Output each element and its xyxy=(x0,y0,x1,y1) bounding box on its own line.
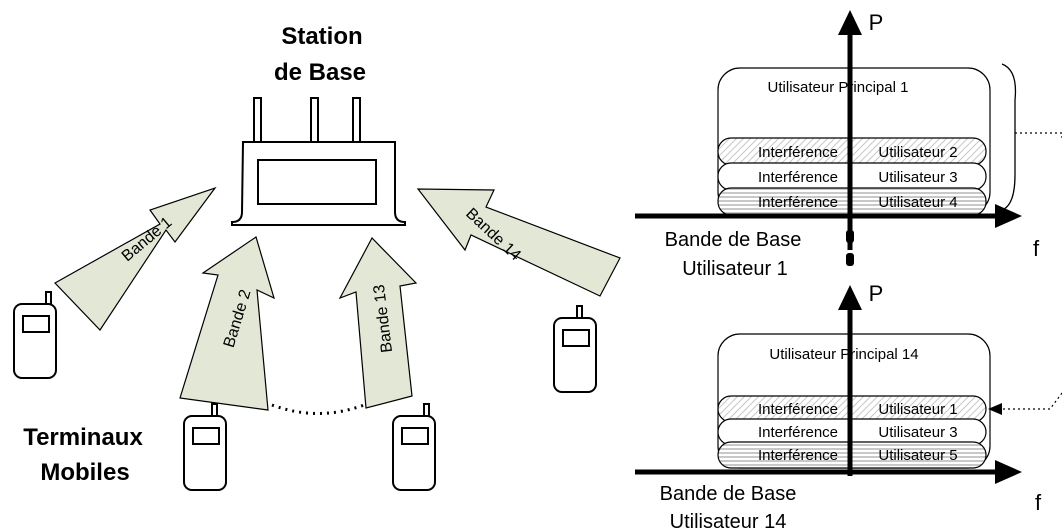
f-axis-label: f xyxy=(1035,490,1042,515)
base-band-line2: Utilisateur 14 xyxy=(670,511,787,531)
spectrum-continuation-dots xyxy=(846,230,854,266)
principal-user-label: Utilisateur Principal 1 xyxy=(768,79,909,96)
dashed-leader xyxy=(1000,392,1062,410)
interference-label: Interférence xyxy=(758,447,838,464)
mobile-phone-icon xyxy=(392,403,436,491)
interference-user: Utilisateur 3 xyxy=(878,424,957,441)
bands-continuation-dots xyxy=(271,403,365,415)
interference-label: Interférence xyxy=(758,424,838,441)
principal-user-label: Utilisateur Principal 14 xyxy=(769,346,918,363)
f-axis-arrowhead xyxy=(995,460,1022,484)
p-axis-arrowhead xyxy=(838,10,862,35)
interference-label: Interférence xyxy=(758,401,838,418)
base-station-label: Station de Base xyxy=(274,23,366,86)
band-2-arrow: Bande 2 xyxy=(179,236,275,411)
mobile-phone-icon xyxy=(553,305,597,393)
interference-label: Interférence xyxy=(758,144,838,161)
mobile-phone-icon xyxy=(13,291,57,379)
base-band-line1: Bande de Base xyxy=(660,483,797,505)
interference-user: Utilisateur 3 xyxy=(878,169,957,186)
terminals-line1: Terminaux xyxy=(23,424,143,451)
interference-label: Interférence xyxy=(758,194,838,211)
interference-user: Utilisateur 2 xyxy=(878,144,957,161)
interference-user: Utilisateur 1 xyxy=(878,401,957,418)
band-14-arrow: Bande 14 xyxy=(416,188,621,297)
base-station-icon xyxy=(231,97,406,226)
f-axis-arrowhead xyxy=(995,204,1022,228)
mobile-phone-icon xyxy=(183,403,227,491)
spectrum-top: Utilisateur Principal 1 Interférence Uti… xyxy=(635,10,1062,280)
interference-label: Interférence xyxy=(758,169,838,186)
base-band-line2: Utilisateur 1 xyxy=(682,258,788,280)
p-axis-arrowhead xyxy=(838,285,862,310)
band-13-arrow: Bande 13 xyxy=(338,236,418,409)
base-station-line2: de Base xyxy=(274,59,366,86)
base-station-line1: Station xyxy=(281,23,362,50)
p-axis-label: P xyxy=(869,10,884,35)
f-axis-label: f xyxy=(1033,236,1040,261)
interference-user: Utilisateur 4 xyxy=(878,194,957,211)
terminals-line2: Mobiles xyxy=(40,459,129,486)
interference-user: Utilisateur 5 xyxy=(878,447,957,464)
spectrum-bottom: Utilisateur Principal 14 Interférence Ut… xyxy=(635,281,1062,531)
base-band-line1: Bande de Base xyxy=(665,229,802,251)
leader-arrowhead xyxy=(988,403,1002,415)
band-1-arrow: Bande 1 xyxy=(54,186,217,331)
terminals-label: Terminaux Mobiles xyxy=(23,424,143,486)
p-axis-label: P xyxy=(869,281,884,306)
brace xyxy=(1001,63,1017,211)
dashed-leader xyxy=(1015,132,1062,140)
